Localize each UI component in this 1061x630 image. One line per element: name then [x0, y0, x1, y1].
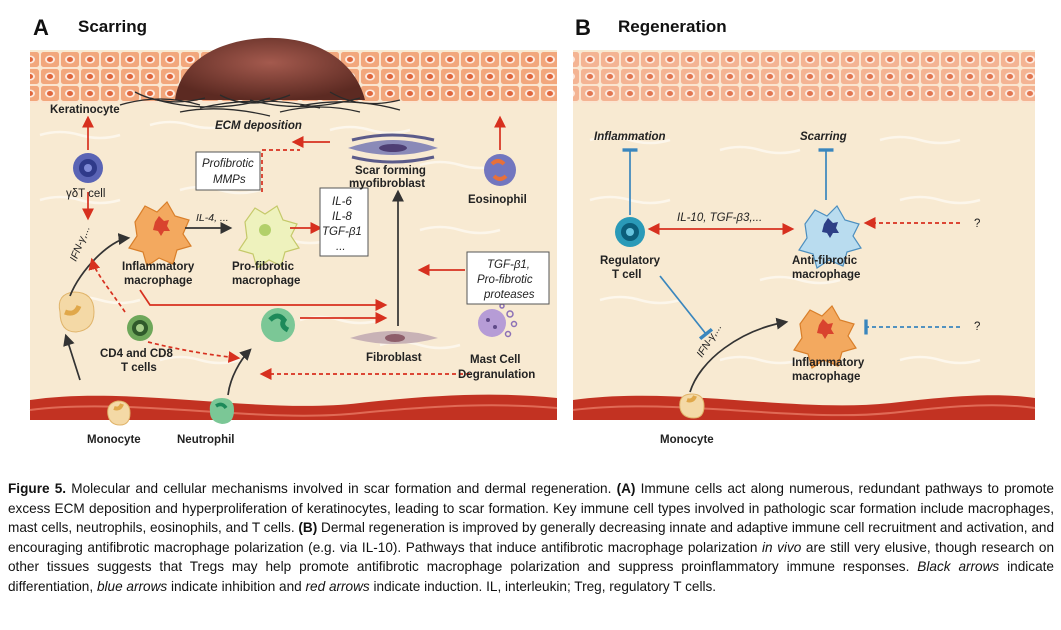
mast-cell-label-1: Mast Cell	[470, 354, 521, 366]
ellipsis-label: ...	[336, 241, 346, 253]
caption-blue-arrows: blue arrows	[96, 578, 168, 594]
scarring-label: Scarring	[800, 131, 847, 143]
myofibroblast-cell	[348, 133, 438, 164]
monocyte-bottom-b	[679, 393, 705, 419]
arrows-a	[63, 115, 506, 396]
antifibrotic-macrophage-cell	[798, 205, 862, 269]
inflammatory-label-b-1: Inflammatory	[792, 357, 865, 369]
panel-a-title: Scarring	[78, 17, 147, 36]
monocyte-label-b: Monocyte	[660, 434, 714, 446]
cd4-cd8-label-1: CD4 and CD8	[100, 348, 173, 360]
mast-cell	[478, 303, 518, 338]
cytokine-box	[319, 187, 369, 257]
profibrotic-mmps-box	[195, 151, 261, 191]
mast-cell-label-2: Degranulation	[458, 369, 535, 381]
scar-mass	[119, 37, 401, 117]
inflammation-label: Inflammation	[594, 131, 666, 143]
eosinophil-cell	[484, 154, 516, 186]
profibrotic-macrophage-label-1: Pro-fibrotic	[232, 261, 295, 273]
eosinophil-label: Eosinophil	[468, 194, 527, 206]
il4-label: IL-4, ...	[196, 212, 229, 224]
inflammatory-macrophage-label-1: Inflammatory	[122, 261, 195, 273]
regulatory-label-1: Regulatory	[600, 255, 661, 267]
scar-forming-label-2: myofibroblast	[349, 178, 425, 190]
tgf-box-label-1: TGF-β1,	[487, 259, 530, 271]
regulatory-t-cell	[615, 217, 645, 247]
panel-a: A Scarring	[29, 15, 558, 446]
profibrotic-macrophage-cell	[238, 205, 300, 269]
monocyte-label-a: Monocyte	[87, 434, 141, 446]
caption-text-1: Molecular and cellular mechanisms involv…	[66, 481, 617, 496]
fibroblast-cell	[350, 331, 438, 344]
panel-a-background	[30, 50, 557, 420]
caption-red-arrows: red arrows	[305, 578, 370, 594]
inflammatory-macrophage-label-2: macrophage	[124, 275, 192, 287]
monocyte-cell-a	[58, 291, 95, 333]
antifibrotic-label-2: macrophage	[792, 269, 860, 281]
cd4-cd8-label-2: T cells	[121, 362, 157, 374]
monocyte-bottom-a	[107, 400, 131, 426]
gdt-cell-label: γδT cell	[66, 188, 105, 200]
blood-vessel-a	[30, 394, 557, 420]
il8-label: IL-8	[332, 211, 352, 223]
neutrophil-cell	[261, 308, 295, 342]
keratinocyte-layer-b	[573, 52, 1035, 103]
caption-b: (B)	[298, 520, 318, 536]
dermis-fibers-b	[589, 135, 981, 365]
arrows-b	[622, 148, 960, 393]
il6-label: IL-6	[332, 196, 352, 208]
caption-text-6: indicate inhibition and	[167, 578, 306, 594]
panel-a-letter: A	[33, 15, 49, 40]
caption-text-2: Immune cells act along numerous, redunda…	[8, 481, 1054, 536]
figure-diagram: A Scarring	[29, 15, 1036, 446]
panel-b-background	[573, 50, 1035, 420]
keratinocyte-label: Keratinocyte	[50, 104, 120, 116]
panel-b-letter: B	[575, 15, 591, 40]
caption-text-3: Dermal regeneration is improved by gener…	[8, 520, 1055, 555]
caption-black-arrows: Black arrows	[917, 559, 1000, 575]
caption-a: (A)	[616, 481, 636, 496]
inflammatory-macrophage-cell-b	[793, 305, 857, 369]
neutrophil-bottom-a	[209, 398, 234, 424]
panel-b: B Regeneration Inflammation Scarring	[572, 15, 1036, 446]
question-mark-2: ?	[974, 321, 980, 333]
gdt-cell	[73, 153, 103, 183]
scar-forming-label-1: Scar forming	[355, 165, 426, 177]
tgf-box-label-2: Pro-fibrotic	[477, 274, 533, 286]
regulatory-label-2: T cell	[612, 269, 641, 281]
caption-label: Figure 5.	[8, 481, 67, 496]
tgfb1-label: TGF-β1	[322, 226, 362, 238]
caption-in-vivo: in vivo	[761, 539, 802, 555]
caption-text-7: indicate induction. IL, interleukin; Tre…	[369, 578, 717, 594]
profibrotic-macrophage-label-2: macrophage	[232, 275, 300, 287]
figure-caption: Figure 5. Molecular and cellular mechani…	[8, 479, 1054, 597]
il10-tgf-label: IL-10, TGF-β3,...	[677, 212, 762, 224]
cd4-cd8-t-cell	[127, 315, 153, 341]
profibrotic-mmps-label-1: Profibrotic	[202, 158, 254, 170]
question-mark-1: ?	[974, 218, 980, 230]
profibrotic-mmps-label-2: MMPs	[213, 174, 246, 186]
tgf-box	[466, 251, 550, 305]
inflammatory-macrophage-cell	[128, 201, 192, 267]
caption-text-4: are still very elusive, though research …	[8, 539, 1054, 575]
panel-b-title: Regeneration	[618, 17, 727, 36]
neutrophil-label: Neutrophil	[177, 434, 235, 446]
ecm-deposition-label: ECM deposition	[215, 120, 302, 132]
fibroblast-label: Fibroblast	[366, 352, 422, 364]
tgf-box-label-3: proteases	[483, 289, 535, 301]
caption-text-5: indicate differentiation,	[8, 559, 1054, 594]
antifibrotic-label-1: Anti-fibrotic	[792, 255, 858, 267]
inflammatory-label-b-2: macrophage	[792, 371, 860, 383]
